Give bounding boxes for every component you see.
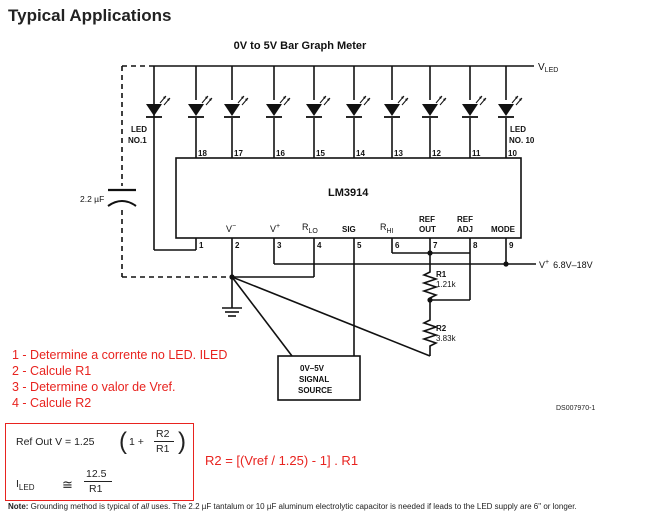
led-first-label-2: NO.1 (128, 136, 147, 145)
pin-label-vminus: V− (226, 223, 236, 234)
bottom-pin-number: 6 (395, 241, 400, 250)
top-pin-number: 11 (472, 149, 481, 158)
diagram-title: 0V to 5V Bar Graph Meter (233, 40, 367, 52)
pin-label-rhi: RHI (380, 222, 394, 235)
pin-label-rlo: RLO (302, 222, 318, 235)
capacitor-label: 2.2 µF (80, 194, 104, 204)
pin-label-refout-2: OUT (419, 225, 436, 234)
pin-label-mode: MODE (491, 225, 516, 234)
r2-value: 3.83k (436, 334, 457, 343)
paren-open: ( (119, 428, 127, 455)
vled-label: VLED (538, 62, 558, 74)
bottom-pin-number: 1 (199, 241, 204, 250)
top-pin-number: 10 (508, 149, 517, 158)
led-1 (146, 95, 171, 118)
chip-label: LM3914 (328, 187, 369, 199)
led-last-label-1: LED (510, 125, 526, 134)
step-3: 3 - Determine o valor de Vref. (12, 380, 176, 394)
top-pin-number: 13 (394, 149, 403, 158)
top-pin-number: 14 (356, 149, 365, 158)
led-8 (422, 66, 447, 158)
page-heading: Typical Applications (8, 6, 172, 25)
top-pin-number: 12 (432, 149, 441, 158)
lm3914-chip (175, 157, 522, 239)
step-4: 4 - Calcule R2 (12, 396, 92, 410)
led-3 (224, 66, 249, 158)
frac-num-12-5: 12.5 (86, 468, 107, 480)
source-label-1: 0V–5V (300, 364, 325, 373)
bottom-pin-number: 4 (317, 241, 322, 250)
led-5 (306, 66, 331, 158)
led-2 (188, 66, 213, 158)
vplus-label: V+6.8V–18V (539, 259, 593, 270)
led-10 (498, 66, 523, 158)
pin-label-refadj-2: ADJ (457, 225, 473, 234)
led-last-label-2: NO. 10 (509, 136, 535, 145)
refout-formula-lhs: Ref Out V = 1.25 (16, 436, 95, 448)
frac-den-r1: R1 (156, 443, 170, 455)
pin-label-refadj-1: REF (457, 215, 473, 224)
led-7 (384, 66, 409, 158)
led-first-label-1: LED (131, 125, 147, 134)
iled-symbol: ILED (16, 478, 35, 493)
r2-formula: R2 = [(Vref / 1.25) - 1] . R1 (205, 453, 359, 468)
source-label-3: SOURCE (298, 386, 333, 395)
led-9 (462, 66, 487, 158)
steps-list: 1 - Determine a corrente no LED. ILED 2 … (12, 347, 227, 411)
bottom-pin-number: 3 (277, 241, 282, 250)
frac-den-r1-2: R1 (89, 483, 103, 495)
pin-label-sig: SIG (342, 225, 356, 234)
step-2: 2 - Calcule R1 (12, 364, 92, 378)
r2-label: R2 (436, 324, 447, 333)
step-1: 1 - Determine a corrente no LED. ILED (12, 348, 228, 362)
signal-source-box (277, 355, 361, 401)
led-6 (346, 66, 371, 158)
top-pin-number: 15 (316, 149, 325, 158)
top-pin-number: 16 (276, 149, 285, 158)
formula-box: Ref Out V = 1.25 ( 1 + R2 R1 ) ILED ≅ 12… (5, 423, 194, 501)
r1-label: R1 (436, 270, 447, 279)
r1-value: 1.21k (436, 280, 457, 289)
bottom-pin-number: 9 (509, 241, 514, 250)
pin-label-refout-1: REF (419, 215, 435, 224)
top-pin-number: 17 (234, 149, 243, 158)
paren-close: ) (178, 428, 186, 455)
footnote: Note: Grounding method is typical of all… (8, 502, 577, 511)
source-label-2: SIGNAL (299, 375, 329, 384)
diagram-code: DS007970-1 (556, 405, 596, 412)
bottom-pin-number: 7 (433, 241, 438, 250)
bottom-pin-number: 5 (357, 241, 362, 250)
top-pin-number: 18 (198, 149, 207, 158)
frac-num-r2: R2 (156, 428, 170, 440)
pin-label-vplus: V+ (270, 223, 280, 234)
bottom-pin-number: 8 (473, 241, 478, 250)
led-4 (266, 66, 291, 158)
bottom-pin-number: 2 (235, 241, 240, 250)
approx-symbol: ≅ (62, 477, 73, 492)
one-plus: 1 + (129, 436, 144, 448)
